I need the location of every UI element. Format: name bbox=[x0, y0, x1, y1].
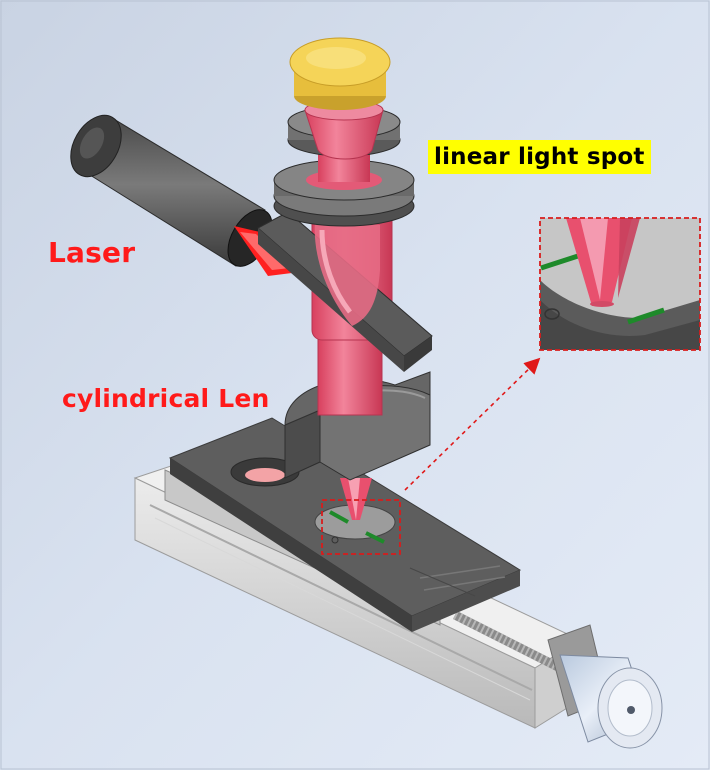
label-cylindrical-lens: cylindrical Len bbox=[62, 384, 270, 413]
linear-stage bbox=[133, 417, 663, 749]
focused-beam bbox=[340, 478, 372, 520]
beam-splitter bbox=[257, 211, 433, 372]
spot-highlight-box bbox=[321, 499, 401, 555]
label-laser: Laser bbox=[48, 236, 136, 269]
label-linear-light-spot: linear light spot bbox=[428, 140, 651, 175]
zoom-arrow bbox=[404, 357, 541, 491]
lead-screw bbox=[452, 610, 563, 673]
zoom-inset bbox=[539, 217, 701, 351]
stepper-motor bbox=[547, 624, 663, 749]
focusing-optics bbox=[273, 37, 415, 227]
